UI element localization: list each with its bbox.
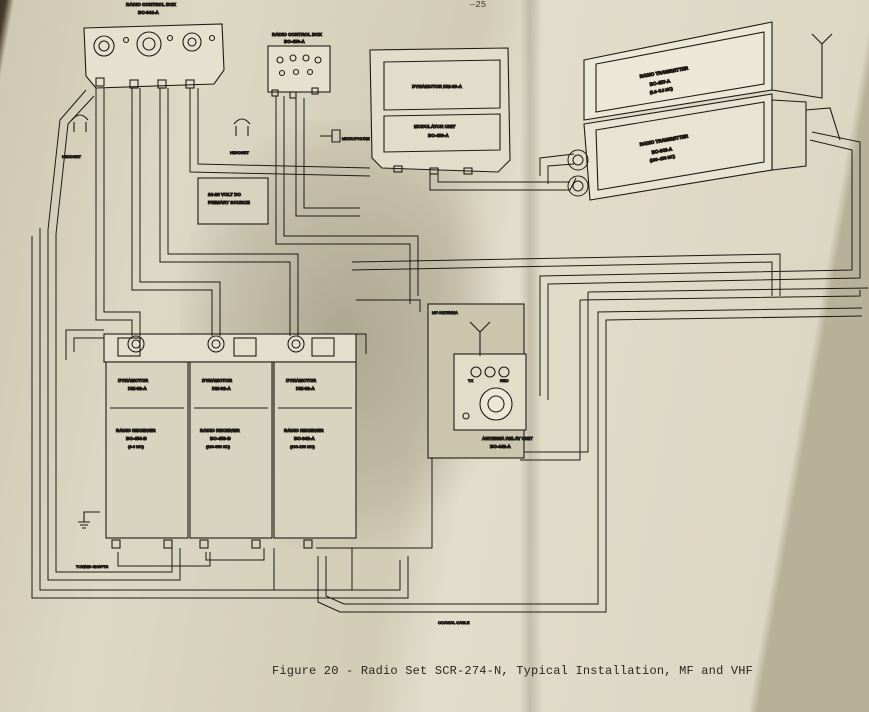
page-number: —25	[470, 0, 487, 10]
receiver-1-title: RADIO RECEIVER	[116, 428, 156, 433]
page-gutter	[520, 0, 542, 712]
transmitter-2	[583, 93, 807, 201]
coaxial-cable-label: COAXIAL CABLE	[438, 620, 470, 625]
power-source-box	[197, 177, 269, 225]
ground-icon	[78, 511, 100, 529]
receiver-3-model: BC-942-A	[294, 436, 315, 441]
receiver-1-dyn-model: DM-32-A	[128, 386, 147, 391]
transmitter-1-model: BC-457-A	[649, 78, 671, 87]
receiver-3-range: (100-156 MC)	[290, 444, 315, 449]
headset-left-label: HEADSET	[62, 154, 81, 159]
transmitter-2-range: (100–156 MC)	[649, 154, 676, 163]
power-source-line2: PRIMARY SOURCE	[208, 200, 250, 205]
receiver-1-range: (3-6 MC)	[128, 444, 144, 449]
control-box-2-title: RADIO CONTROL BOX	[272, 32, 323, 37]
relay-tx-label: TX	[468, 378, 473, 383]
modulator-unit-label: MODULATOR UNIT	[414, 124, 456, 129]
receiver-rack	[103, 333, 357, 549]
control-box-1-title: RADIO CONTROL BOX	[126, 2, 177, 7]
relay-rec-label: REC	[500, 378, 509, 383]
receiver-2-model: BC-453-B	[210, 436, 231, 441]
relay-model: BC-442-A	[490, 444, 511, 449]
vhf-antenna-icon	[771, 33, 841, 141]
modulator-unit	[369, 47, 511, 175]
receiver-2-dynamotor: DYNAMOTOR	[202, 378, 233, 383]
control-box-1	[83, 23, 225, 89]
modulator-dynamotor: DYNAMOTOR DM-33-A	[412, 84, 463, 89]
mf-antenna-label: MF ANTENNA	[432, 310, 458, 315]
power-source-line1: 24-28 VOLT DC	[208, 192, 242, 197]
modulator-model: BC-456-A	[428, 133, 449, 138]
control-box-2	[267, 45, 331, 99]
receiver-1-model: BC-454-B	[126, 436, 147, 441]
receiver-2-title: RADIO RECEIVER	[200, 428, 240, 433]
transmitter-1-range: (4.0–5.3 MC)	[649, 86, 674, 95]
antenna-relay-unit	[427, 303, 527, 459]
microphone-icon	[320, 129, 341, 143]
headset-right-label: HEADSET	[230, 150, 249, 155]
receiver-1-dynamotor: DYNAMOTOR	[118, 378, 149, 383]
control-box-2-model: BC-450-A	[284, 39, 305, 44]
headset-right-icon	[233, 118, 251, 136]
relay-title: ANTENNA RELAY UNIT	[482, 436, 533, 441]
figure-caption: Figure 20 - Radio Set SCR-274-N, Typical…	[272, 664, 754, 678]
transmitter-2-model: BC-640-A	[651, 146, 673, 155]
receiver-3-dyn-model: DM-32-A	[296, 386, 315, 391]
tuning-shafts-label: TUNING SHAFTS	[76, 564, 109, 569]
cable-runs	[31, 88, 869, 613]
receiver-2-dyn-model: DM-32-A	[212, 386, 231, 391]
receiver-3-title: RADIO RECEIVER	[284, 428, 324, 433]
microphone-label: MICROPHONE	[342, 136, 370, 141]
mf-antenna-icon	[469, 321, 491, 356]
control-box-1-model: BC-944-A	[138, 10, 159, 15]
receiver-2-range: (190-550 KC)	[206, 444, 231, 449]
receiver-3-dynamotor: DYNAMOTOR	[286, 378, 317, 383]
